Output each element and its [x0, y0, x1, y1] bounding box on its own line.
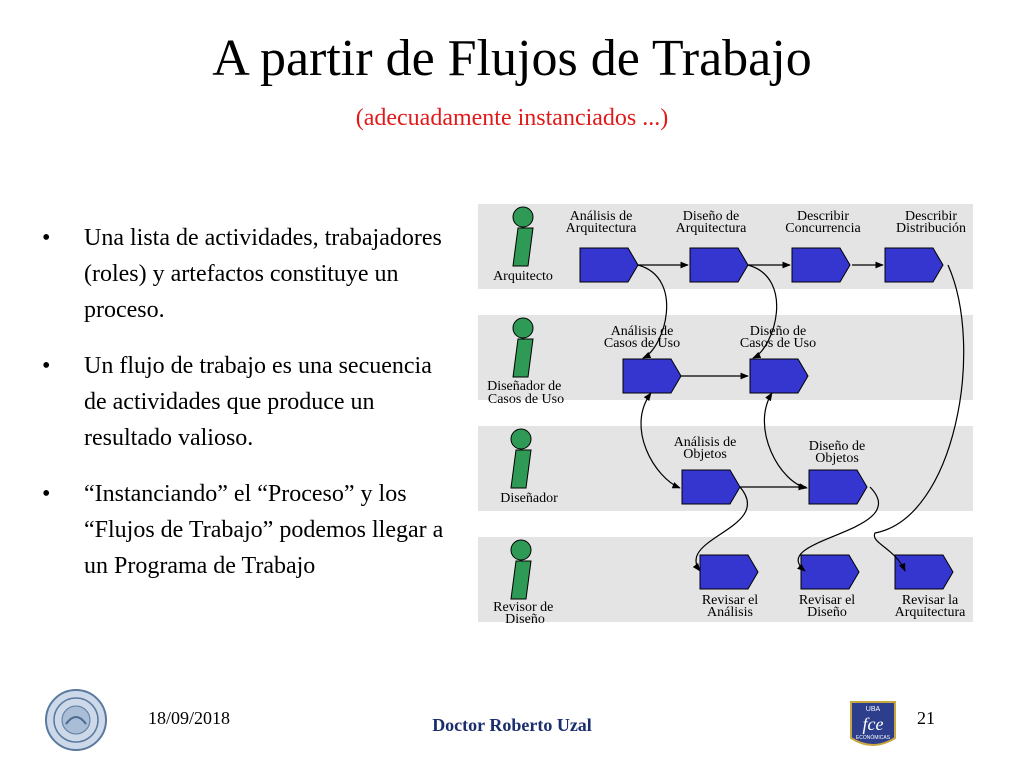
worker-icon	[510, 428, 532, 489]
activity-icon	[699, 554, 759, 590]
bullet-item: • Una lista de actividades, trabajadores…	[40, 220, 460, 328]
activity-icon	[689, 247, 749, 283]
activity-icon	[749, 358, 809, 394]
svg-text:fce: fce	[863, 714, 884, 734]
flow-arrow	[640, 392, 681, 489]
lane-role-label: Arquitecto	[493, 269, 553, 284]
slide-subtitle: (adecuadamente instanciados ...)	[355, 105, 669, 131]
university-seal-icon	[45, 689, 107, 751]
activity-icon	[791, 247, 851, 283]
slide-title: A partir de Flujos de Trabajo	[212, 30, 812, 87]
activity-icon	[894, 554, 954, 590]
svg-text:UBA: UBA	[866, 706, 881, 713]
bullet-marker: •	[42, 353, 51, 379]
bullet-marker: •	[42, 481, 51, 507]
worker-icon	[510, 539, 532, 600]
flow-arrow	[763, 392, 808, 490]
flow-arrow	[873, 264, 965, 572]
activity-icon	[622, 358, 682, 394]
fce-logo-icon: UBA fce ECONÓMICAS	[850, 701, 896, 746]
bullet-marker: •	[42, 225, 51, 251]
activity-icon	[808, 469, 868, 505]
bullet-list: • Una lista de actividades, trabajadores…	[40, 220, 460, 604]
bullet-text: Un flujo de trabajo es una secuencia de …	[84, 353, 432, 451]
workflow-diagram: Arquitecto Diseñador de Casos de Uso Dis…	[478, 204, 973, 627]
activity-icon	[681, 469, 741, 505]
lane-role-label: Diseñador	[500, 491, 558, 506]
flow-arrow	[692, 486, 749, 572]
activity-icon	[800, 554, 860, 590]
activity-icon	[579, 247, 639, 283]
bullet-text: Una lista de actividades, trabajadores (…	[84, 225, 442, 323]
lane-role-label: Revisor de Diseño	[493, 600, 557, 627]
bullet-item: • “Instanciando” el “Proceso” y los “Flu…	[40, 476, 460, 584]
footer-date: 18/09/2018	[148, 708, 231, 728]
lane-role-label: Diseñador de Casos de Uso	[487, 379, 565, 407]
activity-icon	[884, 247, 944, 283]
worker-icon	[512, 206, 534, 267]
flow-arrow	[637, 264, 668, 359]
lane-1: Diseñador de Casos de Uso	[478, 315, 973, 407]
bullet-text: “Instanciando” el “Proceso” y los “Flujo…	[84, 481, 444, 579]
page-number: 21	[917, 708, 935, 728]
worker-icon	[512, 317, 534, 378]
svg-text:ECONÓMICAS: ECONÓMICAS	[856, 734, 891, 741]
bullet-item: • Un flujo de trabajo es una secuencia d…	[40, 348, 460, 456]
flow-arrow	[747, 264, 778, 359]
footer-author: Doctor Roberto Uzal	[432, 715, 592, 735]
flow-arrow	[797, 486, 880, 572]
